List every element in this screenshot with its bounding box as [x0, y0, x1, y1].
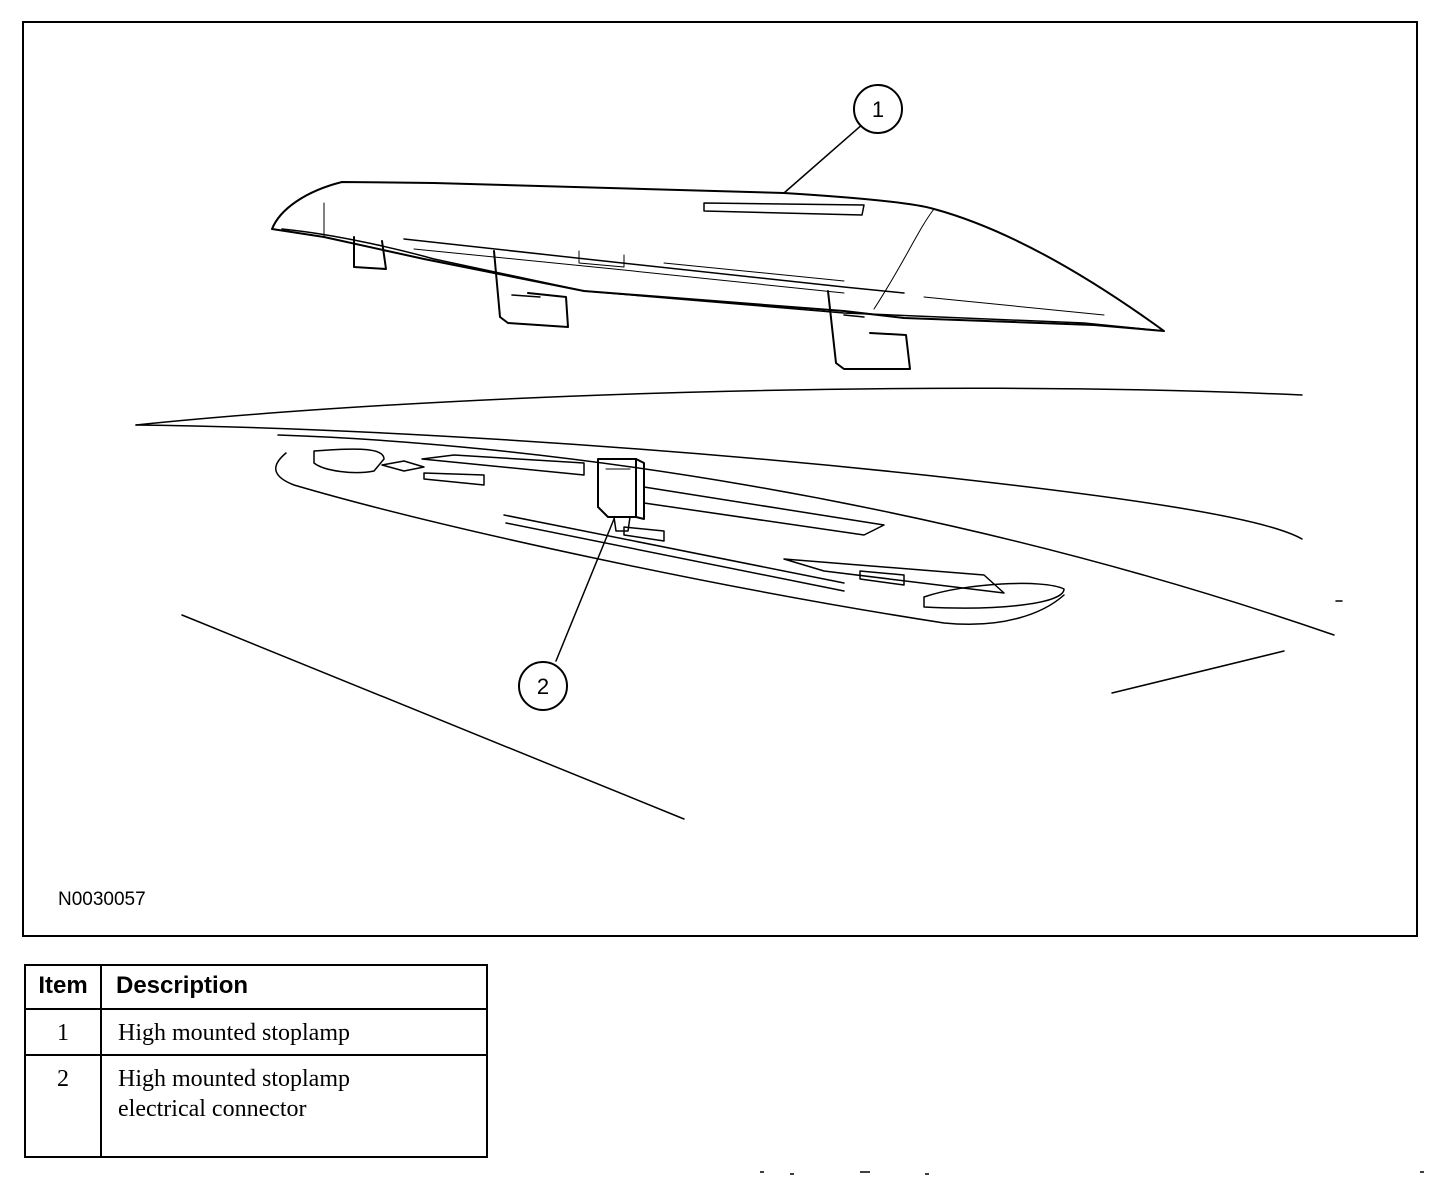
- stoplamp-housing: [271, 181, 1165, 370]
- item-number: 1: [24, 1008, 102, 1056]
- callout-2-circle: [518, 661, 568, 711]
- callout-1-circle: [853, 84, 903, 134]
- table-row: 2 High mounted stoplamp electrical conne…: [24, 1054, 488, 1158]
- electrical-connector: [597, 458, 645, 532]
- figure-frame: 1 2 N0030057: [22, 21, 1418, 937]
- callout-1-leader: [783, 122, 865, 194]
- figure-code: N0030057: [58, 889, 146, 910]
- legend-header-row: Item Description: [24, 964, 488, 1010]
- item-description-line-2: electrical connector: [118, 1096, 307, 1122]
- header-item: Item: [24, 964, 102, 1010]
- callout-2-label: 2: [537, 674, 549, 699]
- item-description-line-1: High mounted stoplamp: [118, 1066, 350, 1092]
- callout-2-leader: [555, 518, 615, 662]
- stoplamp-illustration: 1 2: [135, 84, 1343, 820]
- item-description: High mounted stoplamp electrical connect…: [100, 1054, 488, 1158]
- item-description: High mounted stoplamp: [100, 1008, 488, 1056]
- header-description: Description: [100, 964, 488, 1010]
- table-row: 1 High mounted stoplamp: [24, 1008, 488, 1056]
- item-number: 2: [24, 1054, 102, 1158]
- callout-1-label: 1: [872, 97, 884, 122]
- scan-artifacts: [760, 1171, 1424, 1175]
- roof-surface: [135, 387, 1343, 820]
- legend-table: Item Description 1 High mounted stoplamp…: [24, 964, 488, 1158]
